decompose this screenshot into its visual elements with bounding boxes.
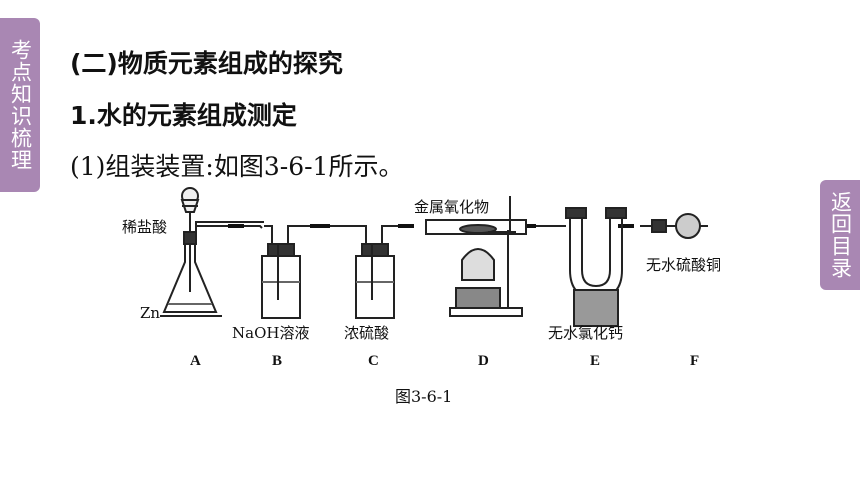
apparatus-e: [536, 207, 627, 327]
letter-a: A: [190, 353, 201, 369]
back-to-contents-button[interactable]: 返回目录: [820, 180, 860, 290]
section-heading: (二)物质元素组成的探究: [70, 49, 343, 78]
apparatus-d: [425, 196, 527, 317]
apparatus-b: [261, 225, 310, 319]
label-naoh: NaOH溶液: [232, 324, 309, 342]
figure-caption: 图3-6-1: [395, 387, 453, 406]
label-cacl2: 无水氯化钙: [548, 324, 623, 342]
label-cuso4: 无水硫酸铜: [646, 256, 721, 274]
letter-d: D: [478, 353, 489, 369]
letter-b: B: [272, 353, 282, 369]
apparatus-c: [330, 225, 398, 319]
letter-f: F: [690, 353, 699, 369]
apparatus-a: [160, 187, 264, 317]
subsection-heading: 1.水的元素组成测定: [70, 101, 297, 130]
side-tab-knowledge-label: 考点知识梳理: [8, 39, 33, 171]
letter-c: C: [368, 353, 379, 369]
label-conc-h2so4: 浓硫酸: [344, 324, 389, 342]
label-zn: Zn: [140, 304, 160, 322]
back-to-contents-label: 返回目录: [828, 191, 853, 279]
label-metal-oxide: 金属氧化物: [414, 198, 489, 216]
side-tab-knowledge[interactable]: 考点知识梳理: [0, 18, 40, 192]
letter-e: E: [590, 353, 600, 369]
label-dilute-hcl: 稀盐酸: [122, 218, 167, 236]
apparatus-f: [640, 213, 708, 239]
step-text: (1)组装装置:如图3-6-1所示。: [70, 152, 404, 181]
